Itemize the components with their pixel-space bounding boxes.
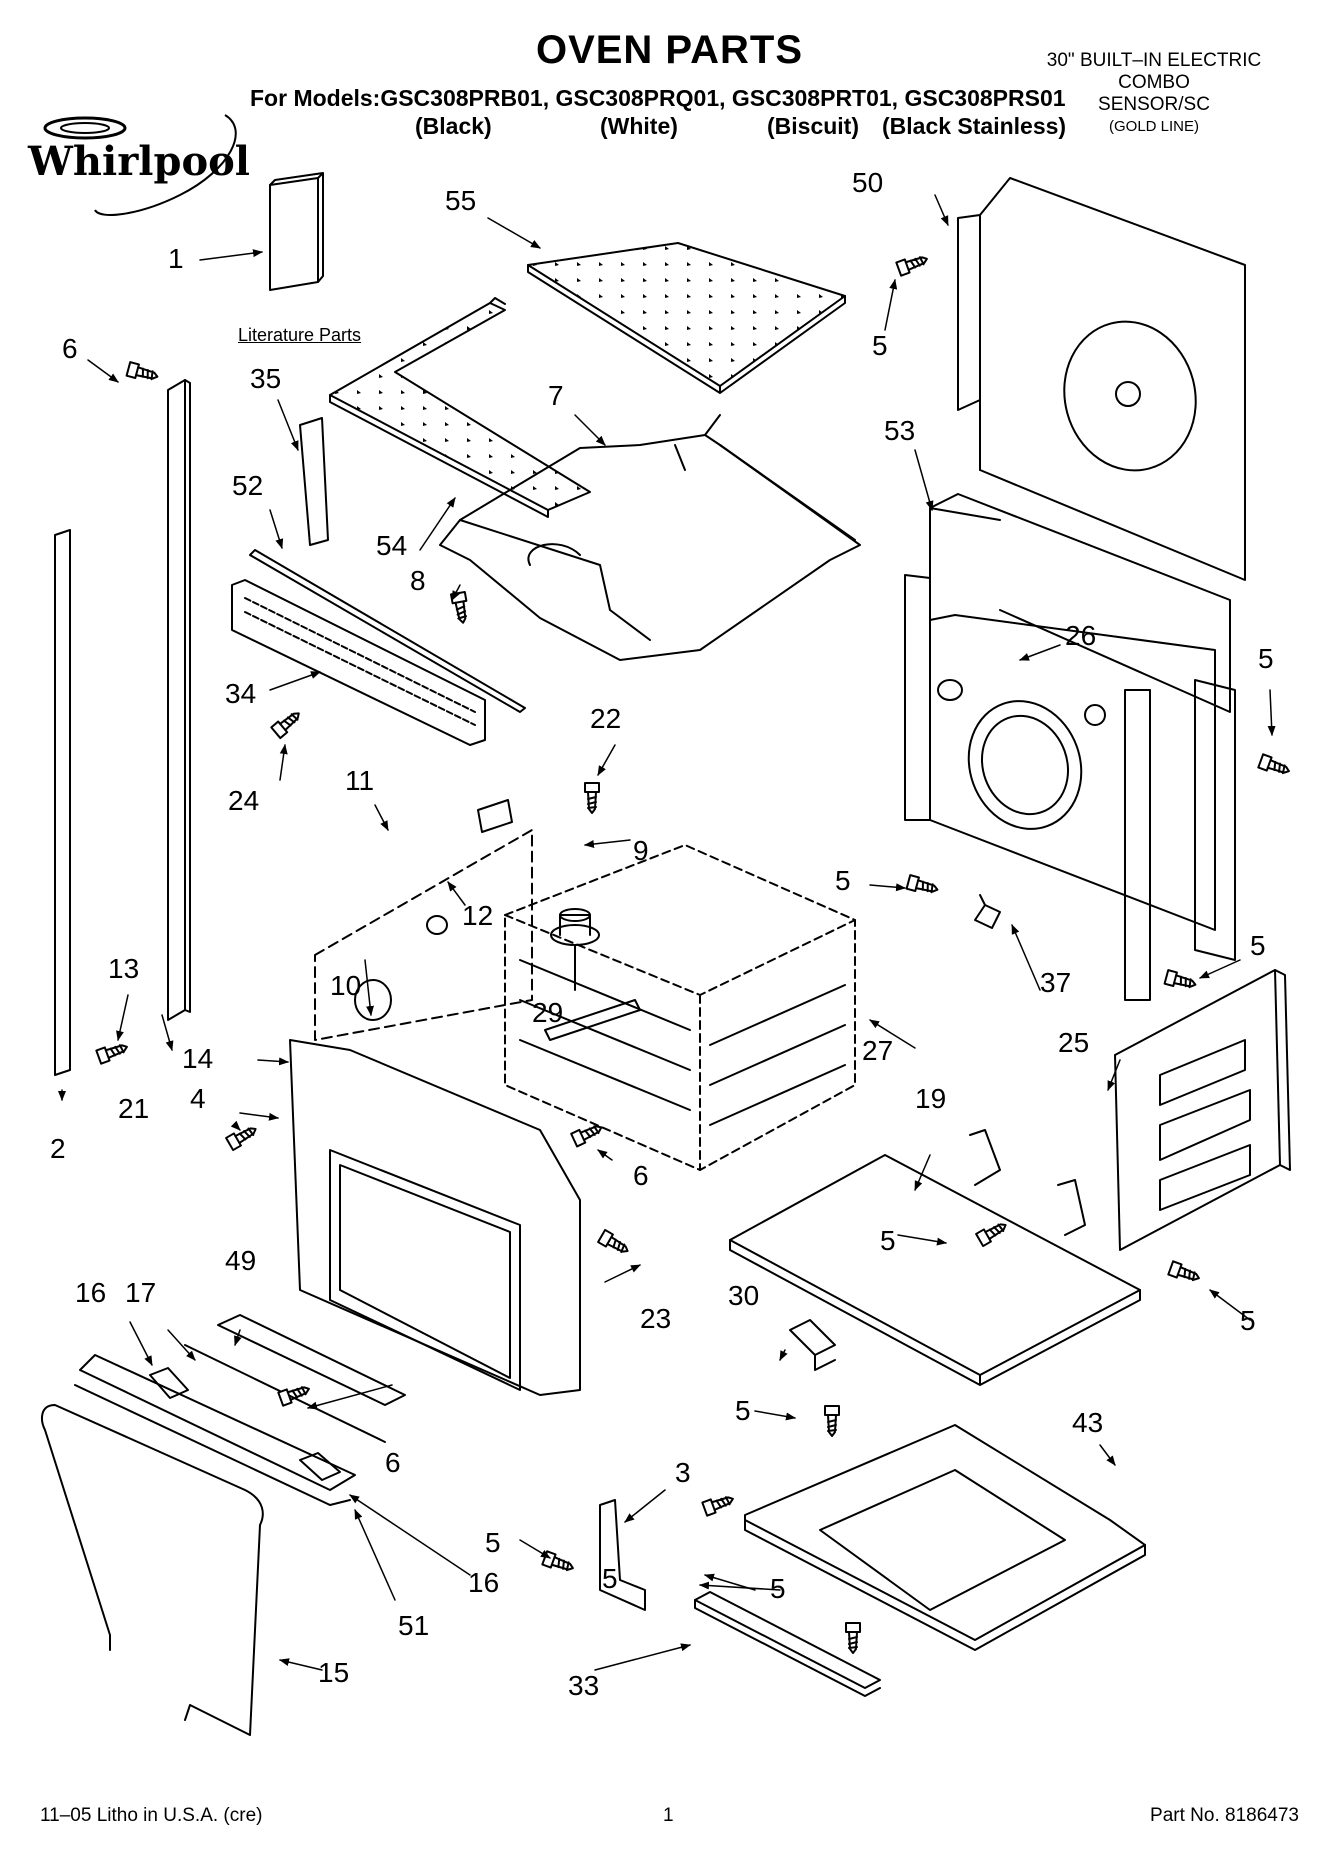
- callout-6: 6: [62, 333, 78, 364]
- top-insulation-panel-part: [527, 242, 846, 394]
- rear-panel-part: [957, 177, 1246, 581]
- footer-page-number: 1: [663, 1805, 674, 1826]
- callout-34: 34: [225, 678, 256, 709]
- callout-5: 5: [872, 330, 888, 361]
- callout-5: 5: [1240, 1305, 1256, 1336]
- page-title: OVEN PARTS: [535, 28, 804, 72]
- callout-35: 35: [250, 363, 281, 394]
- rear-inner-panel-part: [929, 493, 1231, 721]
- vent-grille-part: [231, 579, 486, 746]
- callout-15: 15: [318, 1657, 349, 1688]
- clip-37-part: [974, 894, 1001, 929]
- callout-7: 7: [548, 380, 564, 411]
- side-panel-part: [1114, 969, 1291, 1251]
- product-line-3: SENSOR/SC: [1098, 94, 1210, 115]
- callout-16: 16: [468, 1567, 499, 1598]
- callout-54: 54: [376, 530, 407, 561]
- models-line: For Models:GSC308PRB01, GSC308PRQ01, GSC…: [250, 85, 1066, 111]
- leader-arrows: [58, 194, 1276, 1671]
- callout-49: 49: [225, 1245, 256, 1276]
- callout-17: 17: [125, 1277, 156, 1308]
- callout-24: 24: [228, 785, 259, 816]
- callout-6: 6: [385, 1447, 401, 1478]
- lower-front-parts: [41, 1314, 406, 1736]
- callout-5: 5: [1258, 643, 1274, 674]
- callout-16: 16: [75, 1277, 106, 1308]
- light-kit-outline: [314, 799, 533, 1041]
- callout-3: 3: [675, 1457, 691, 1488]
- callout-23: 23: [640, 1303, 671, 1334]
- strip-52-part: [249, 549, 526, 713]
- product-line-1: 30" BUILT–IN ELECTRIC: [1046, 50, 1262, 71]
- callout-26: 26: [1065, 620, 1096, 651]
- callout-5: 5: [485, 1527, 501, 1558]
- callout-30: 30: [728, 1280, 759, 1311]
- sensor-part: [550, 908, 600, 991]
- fan-housing-panel-part: [904, 574, 1236, 1001]
- logo-text: Whirlpool: [28, 138, 250, 185]
- callout-5: 5: [835, 865, 851, 896]
- bottom-shelf-part: [729, 1129, 1141, 1386]
- callout-11: 11: [345, 765, 374, 796]
- callout-13: 13: [108, 953, 139, 984]
- callout-5: 5: [602, 1563, 618, 1594]
- callout-9: 9: [633, 835, 649, 866]
- bracket-3-part: [599, 1499, 646, 1611]
- callout-43: 43: [1072, 1407, 1103, 1438]
- callout-53: 53: [884, 415, 915, 446]
- callout-labels: 1 2 3 4 5 5 5 5 5 5 5 5 5 5 6 6 6 7 8 9 …: [50, 167, 1274, 1701]
- variant-black-stainless: (Black Stainless): [882, 113, 1067, 139]
- bracket-30-part: [789, 1319, 836, 1371]
- product-line-4: (GOLD LINE): [1108, 118, 1199, 135]
- callout-5: 5: [770, 1573, 786, 1604]
- oven-cavity-part: [504, 844, 856, 1171]
- vertical-trim-part: [167, 379, 191, 1021]
- front-frame-part: [289, 1039, 581, 1396]
- trim-strip-part: [694, 1591, 881, 1697]
- bottom-tray-part: [744, 1424, 1146, 1651]
- callout-52: 52: [232, 470, 263, 501]
- literature-book-part: [269, 172, 324, 291]
- callout-14: 14: [182, 1043, 213, 1074]
- callout-29: 29: [532, 997, 563, 1028]
- callout-50: 50: [852, 167, 883, 198]
- callout-51: 51: [398, 1610, 429, 1641]
- callout-33: 33: [568, 1670, 599, 1701]
- piece-35-part: [299, 417, 329, 546]
- callout-21: 21: [118, 1093, 149, 1124]
- variant-black: (Black): [415, 113, 492, 139]
- front-insulation-part: [329, 297, 591, 518]
- literature-parts-label: Literature Parts: [238, 325, 362, 345]
- callout-55: 55: [445, 185, 476, 216]
- product-description: 30" BUILT–IN ELECTRIC COMBO SENSOR/SC (G…: [1024, 50, 1284, 138]
- callout-2: 2: [50, 1133, 66, 1164]
- left-trim-part: [54, 529, 71, 1076]
- callout-5: 5: [735, 1395, 751, 1426]
- callout-5: 5: [880, 1225, 896, 1256]
- footer-litho: 11–05 Litho in U.S.A. (cre): [40, 1805, 263, 1826]
- callout-22: 22: [590, 703, 621, 734]
- product-line-2: COMBO: [1118, 72, 1190, 93]
- top-shroud-part: [439, 414, 861, 661]
- callout-1: 1: [168, 243, 184, 274]
- whirlpool-logo: [43, 114, 237, 216]
- element-29-part: [544, 999, 641, 1041]
- callout-27: 27: [862, 1035, 893, 1066]
- callout-4: 4: [190, 1083, 206, 1114]
- callout-6: 6: [633, 1160, 649, 1191]
- callout-19: 19: [915, 1083, 946, 1114]
- footer-part-number: Part No. 8186473: [1150, 1805, 1299, 1826]
- callout-8: 8: [410, 565, 426, 596]
- callout-12: 12: [462, 900, 493, 931]
- callout-5: 5: [1250, 930, 1266, 961]
- callout-10: 10: [330, 970, 361, 1001]
- callout-25: 25: [1058, 1027, 1089, 1058]
- variant-white: (White): [600, 113, 678, 139]
- callout-37: 37: [1040, 967, 1071, 998]
- variant-biscuit: (Biscuit): [767, 113, 859, 139]
